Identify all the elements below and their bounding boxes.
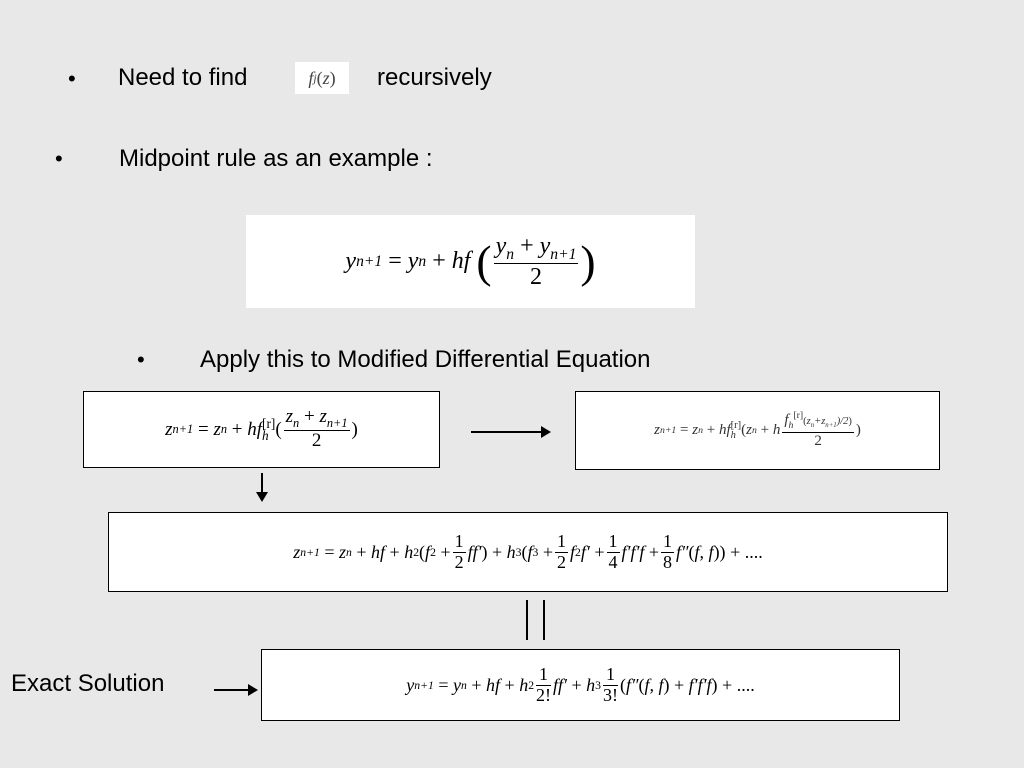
equality-bar-right (543, 600, 545, 640)
arrow-right (471, 426, 551, 438)
bullet-1-text: Need to find (118, 64, 248, 91)
bullet-1: • (68, 66, 76, 91)
equality-bar-left (526, 600, 528, 640)
bullet-3: • (137, 347, 145, 372)
bullet-2-text: Midpoint rule as an example : (119, 145, 433, 172)
bullet-2: • (55, 146, 63, 171)
arrow-down (256, 473, 268, 502)
arrow-exact (214, 684, 258, 696)
exact-solution-label: Exact Solution (11, 670, 165, 697)
bullet-3-text: Apply this to Modified Differential Equa… (200, 346, 651, 373)
bullet-1-text-after: recursively (377, 64, 492, 91)
